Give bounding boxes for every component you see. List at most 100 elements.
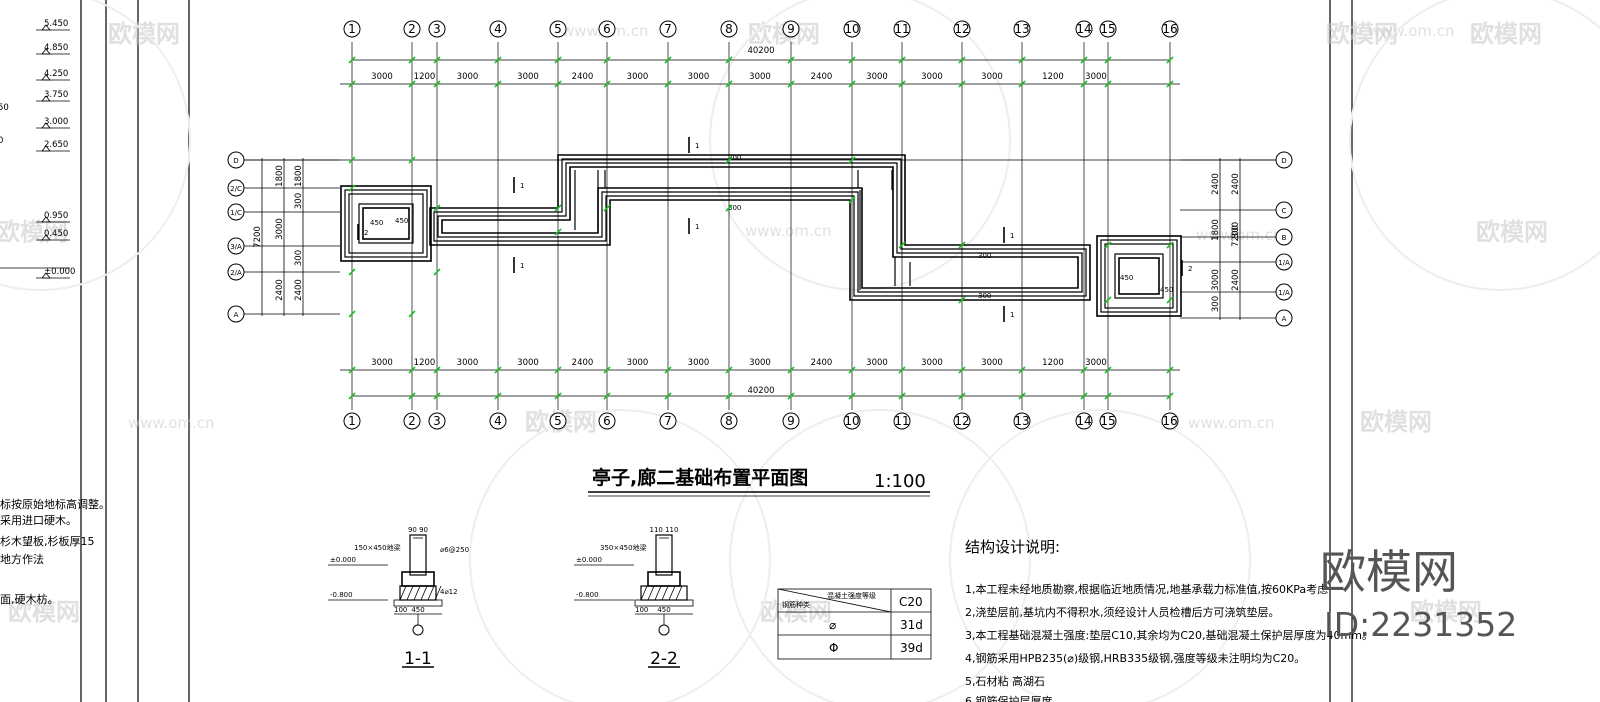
axis-label: 1/A xyxy=(1278,259,1290,267)
axis-label: B xyxy=(1282,234,1287,242)
connection-tick xyxy=(725,204,733,212)
span-dim: 3000 xyxy=(1085,72,1107,82)
span-dim: 3000 xyxy=(749,358,771,368)
axis-label: 11 xyxy=(894,22,909,36)
dim-tick xyxy=(1104,56,1112,64)
v-dim: 300 xyxy=(294,250,304,266)
span-dim: 3000 xyxy=(866,358,888,368)
axis-label: 14 xyxy=(1076,22,1091,36)
dim-tick xyxy=(603,366,611,374)
v-dim: 3000 xyxy=(275,218,285,240)
pavilion-footing xyxy=(340,185,432,262)
section-dims: 100 xyxy=(635,606,648,614)
axis-label: 14 xyxy=(1076,414,1091,428)
axis-label: 15 xyxy=(1100,414,1115,428)
left-note: 地方作法 xyxy=(0,552,44,566)
connection-tick xyxy=(898,241,906,249)
connection-tick xyxy=(554,204,562,212)
note-item: 4,钢筋采用HPB235(⌀)级钢,HRB335级钢,强度等级未注明均为C20。 xyxy=(965,651,1305,665)
dim-tick xyxy=(1104,392,1112,400)
dim-tick xyxy=(725,392,733,400)
axis-bubble xyxy=(1275,151,1293,169)
dim-tick xyxy=(433,392,441,400)
section-rebar: 4⌀12 xyxy=(440,588,458,596)
v-dim: 300 xyxy=(1231,222,1241,238)
span-dim: 3000 xyxy=(627,72,649,82)
axis-bubble xyxy=(549,20,567,38)
dim-tick xyxy=(848,80,856,88)
pavilion-footing xyxy=(1118,257,1160,295)
axis-bubble xyxy=(227,305,245,323)
brand-name: 欧模网 xyxy=(1320,545,1458,599)
axis-bubble xyxy=(489,412,507,430)
dim-tick xyxy=(1080,56,1088,64)
connection-tick xyxy=(348,268,356,276)
elevation-value: 0.950 xyxy=(44,211,68,221)
axis-label: 5 xyxy=(554,414,562,428)
span-dim: 3000 xyxy=(517,358,539,368)
dim-tick xyxy=(433,80,441,88)
axis-bubble xyxy=(227,179,245,197)
section-mark-label: 1 xyxy=(695,142,699,150)
axis-label: 1/C xyxy=(230,209,242,217)
connection-tick xyxy=(348,184,356,192)
v-dim: 300 xyxy=(1211,296,1221,312)
watermark-circle xyxy=(469,409,771,702)
v-dim: 2400 xyxy=(294,279,304,301)
dim-tick xyxy=(1166,56,1174,64)
dim-tick xyxy=(958,80,966,88)
dim-tick xyxy=(664,80,672,88)
dim-tick xyxy=(603,80,611,88)
span-dim: 3000 xyxy=(371,72,393,82)
axis-label: 15 xyxy=(1100,22,1115,36)
pavilion-footing xyxy=(1100,239,1178,313)
side-value: 0 xyxy=(0,136,3,146)
elevation-marker xyxy=(41,24,51,31)
side-value: 50 xyxy=(0,103,9,113)
dim-tick xyxy=(494,56,502,64)
axis-bubble xyxy=(1099,20,1117,38)
span-dim: 3000 xyxy=(921,358,943,368)
section-dims: 450 xyxy=(411,606,424,614)
note-item: 2,浇垫层前,基坑内不得积水,须经设计人员检槽后方可浇筑垫层。 xyxy=(965,605,1280,619)
axis-label: 13 xyxy=(1014,414,1029,428)
section-cushion xyxy=(393,599,443,607)
dim-tick xyxy=(1104,366,1112,374)
axis-label: 12 xyxy=(954,414,969,428)
pavilion-footing xyxy=(348,193,424,254)
dim-tick xyxy=(433,56,441,64)
section-mark-label: 1 xyxy=(695,223,699,231)
axis-bubble xyxy=(1275,228,1293,246)
axis-label: 9 xyxy=(787,414,795,428)
connection-tick xyxy=(433,268,441,276)
hatch xyxy=(668,585,676,601)
dim-tick xyxy=(1080,392,1088,400)
section-dims: 450 xyxy=(657,606,670,614)
foundation-plan: 1122334455667788991010111112121313141415… xyxy=(227,20,1293,430)
dim-tick xyxy=(787,80,795,88)
drawing-title: 亭子,廊二基础布置平面图 xyxy=(592,466,808,489)
connection-tick xyxy=(1166,241,1174,249)
connection-tick xyxy=(348,310,356,318)
axis-label: 7 xyxy=(664,414,672,428)
dim-tick xyxy=(664,56,672,64)
hatch xyxy=(420,585,428,601)
hatch xyxy=(427,585,435,601)
axis-bubble xyxy=(343,412,361,430)
axis-label: 6 xyxy=(603,414,611,428)
v-dim: 3000 xyxy=(1211,269,1221,291)
axis-bubble xyxy=(428,412,446,430)
elevation-value: 5.450 xyxy=(44,19,68,29)
dim-tick xyxy=(664,366,672,374)
axis-bubble xyxy=(843,20,861,38)
axis-label: 8 xyxy=(725,22,733,36)
axis-bubble xyxy=(1075,20,1093,38)
v-dim: 2400 xyxy=(1231,269,1241,291)
section-mark-label: 1 xyxy=(1010,311,1014,319)
left-elevation-panel: 5.4504.8504.2503.7503.0002.6500.9500.450… xyxy=(0,19,110,606)
axis-bubble xyxy=(953,412,971,430)
dim-tick xyxy=(1080,80,1088,88)
elevation-value: 4.850 xyxy=(44,43,68,53)
note-item: 6,钢筋保护层厚度…… xyxy=(965,694,1075,702)
dim-tick xyxy=(494,366,502,374)
